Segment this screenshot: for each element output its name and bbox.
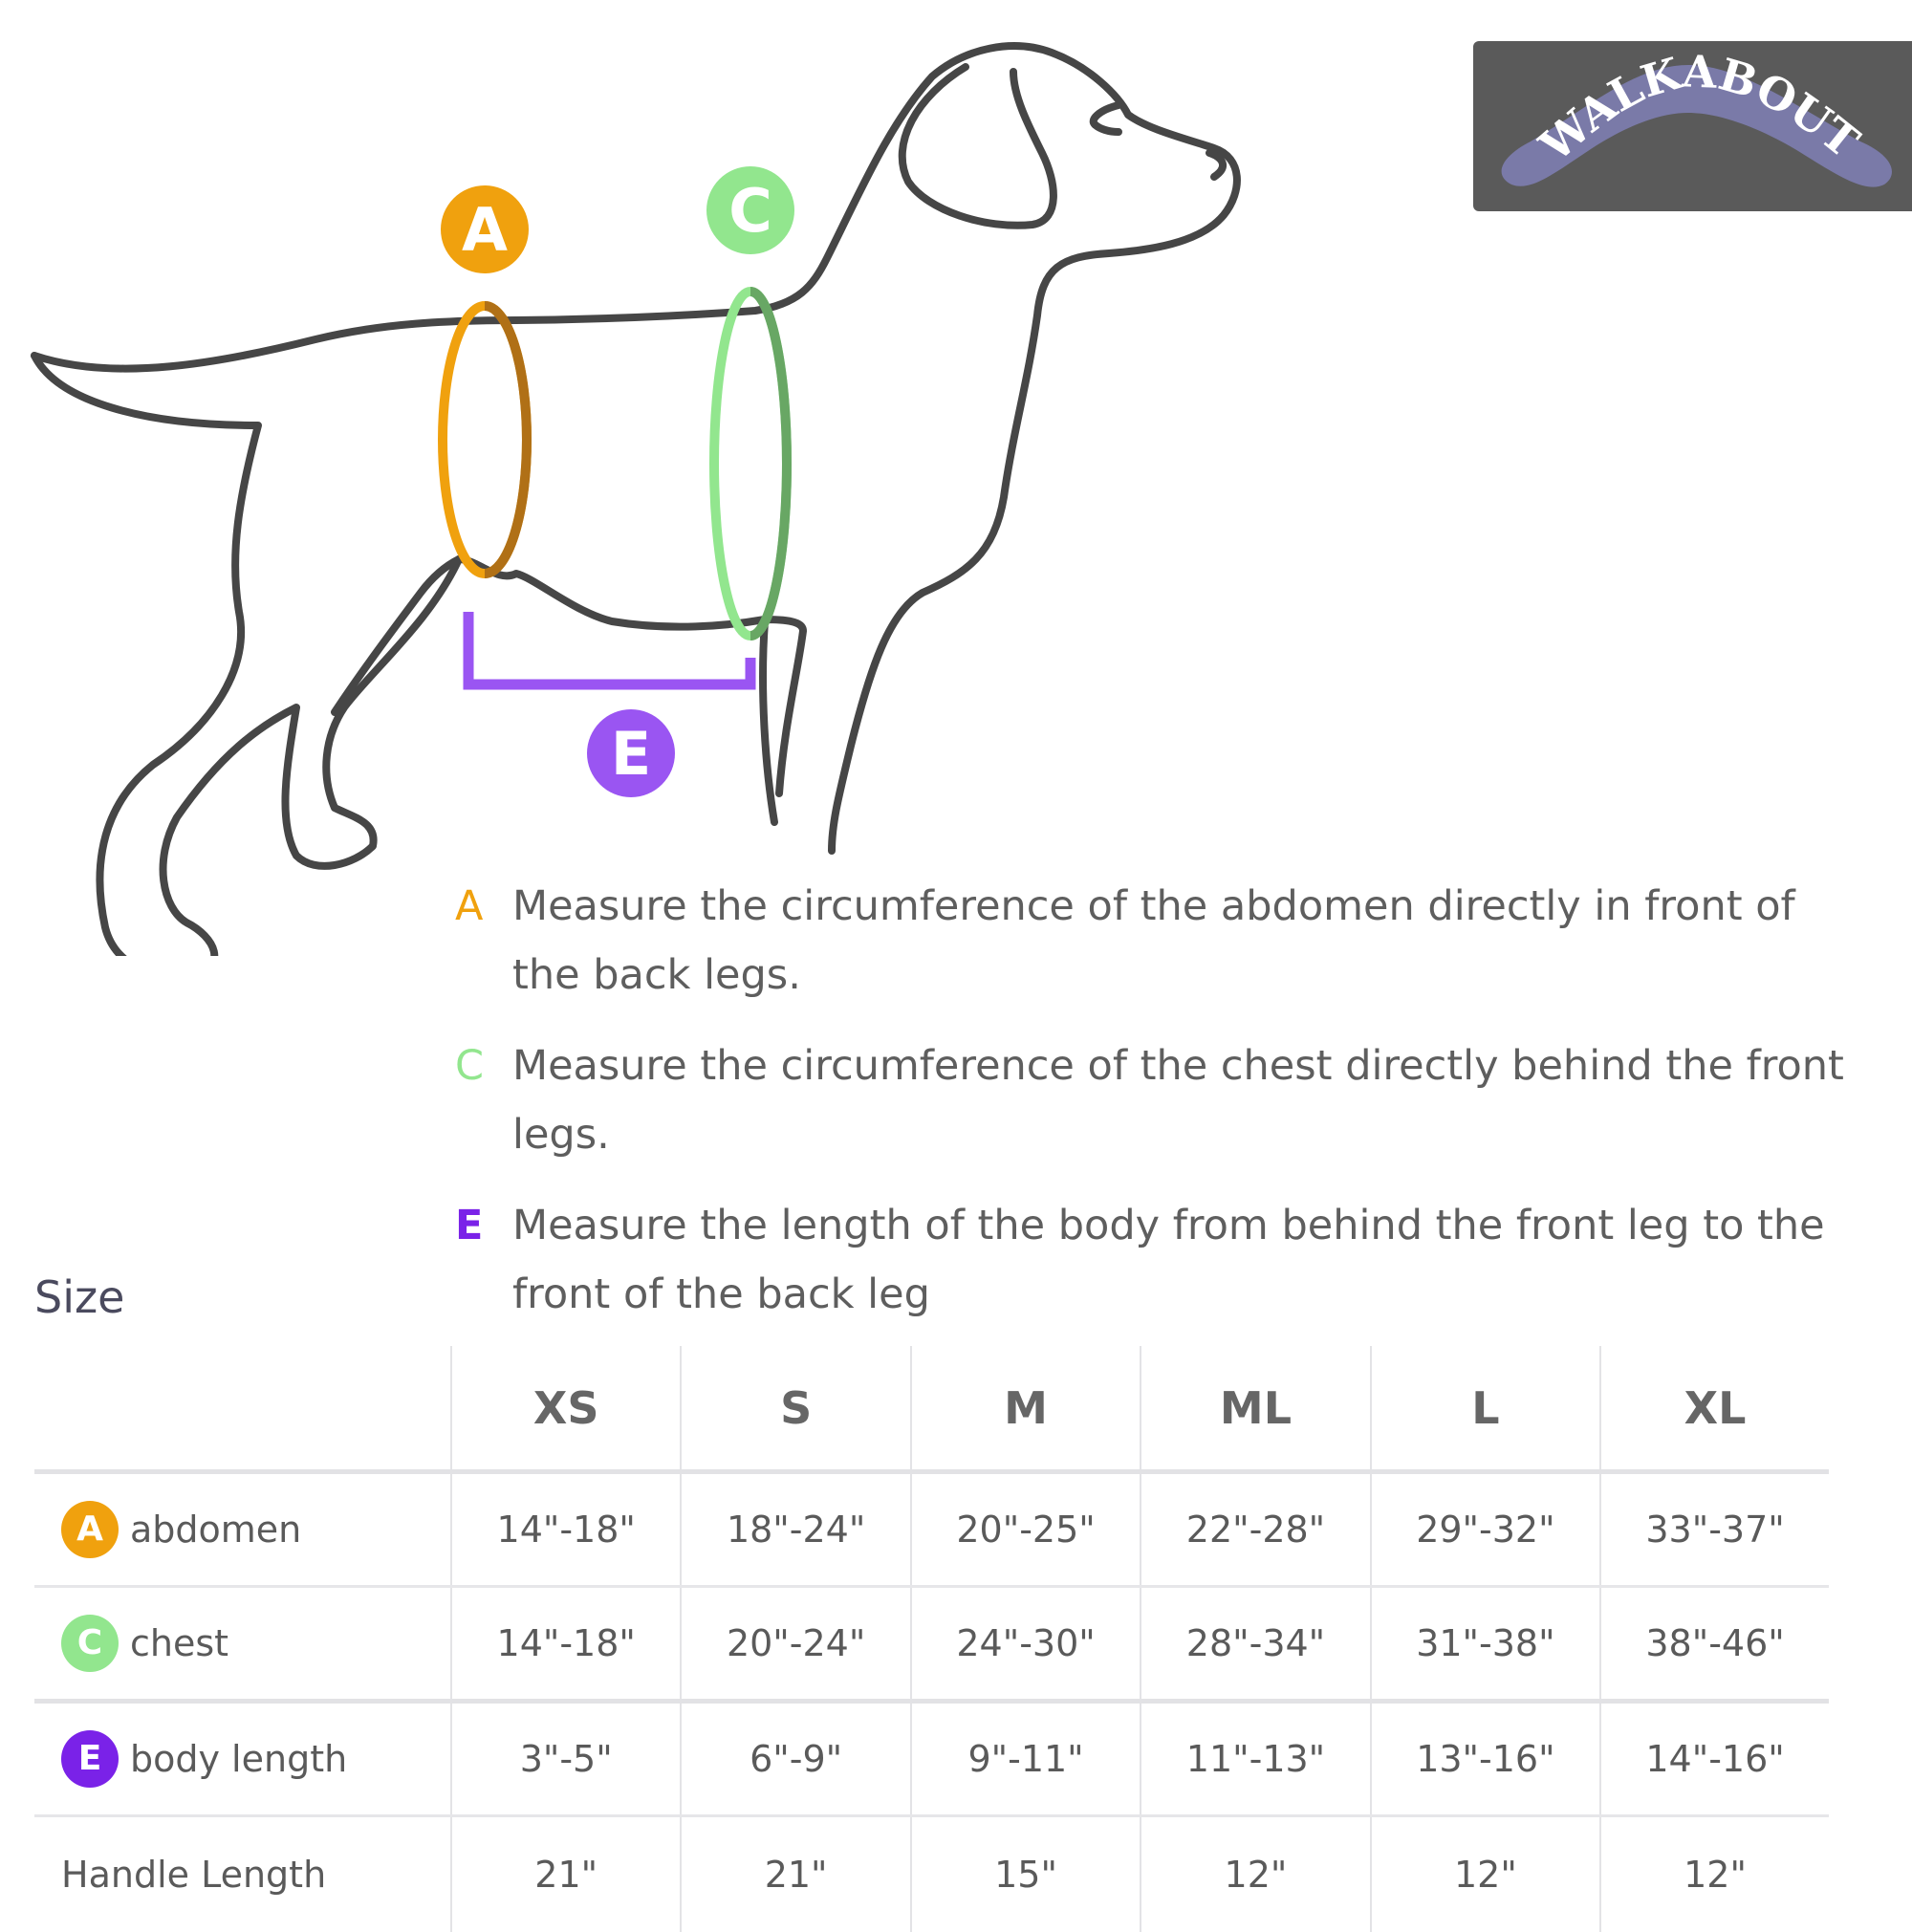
header-size-s: S	[681, 1346, 910, 1472]
table-cell: 12"	[1371, 1816, 1600, 1932]
table-row-handle-length: Handle Length 21" 21" 15" 12" 12" 12"	[34, 1816, 1829, 1932]
instruction-text: Measure the circumference of the chest d…	[512, 1031, 1851, 1169]
table-cell: 14"-18"	[451, 1472, 681, 1587]
marker-e-icon: E	[587, 709, 675, 797]
table-cell: 13"-16"	[1371, 1702, 1600, 1816]
svg-text:E: E	[611, 719, 651, 789]
instruction-abdomen: A Measure the circumference of the abdom…	[455, 872, 1851, 1009]
row-name: chest	[130, 1622, 228, 1664]
svg-text:C: C	[728, 176, 772, 246]
svg-text:A: A	[462, 195, 508, 265]
row-label: Handle Length	[34, 1816, 451, 1932]
instruction-text: Measure the length of the body from behi…	[512, 1191, 1851, 1329]
table-cell: 12"	[1141, 1816, 1370, 1932]
header-size-xl: XL	[1600, 1346, 1829, 1472]
table-cell: 15"	[911, 1816, 1141, 1932]
header-size-m: M	[911, 1346, 1141, 1472]
row-name: body length	[130, 1738, 347, 1780]
table-cell: 6"-9"	[681, 1702, 910, 1816]
table-cell: 9"-11"	[911, 1702, 1141, 1816]
table-cell: 28"-34"	[1141, 1587, 1370, 1702]
size-title: Size	[34, 1271, 124, 1323]
table-cell: 18"-24"	[681, 1472, 910, 1587]
instruction-chest: C Measure the circumference of the chest…	[455, 1031, 1851, 1169]
header-size-xs: XS	[451, 1346, 681, 1472]
table-header-row: XS S M ML L XL	[34, 1346, 1829, 1472]
boomerang-icon: WALKABOUT	[1473, 41, 1912, 211]
header-size-ml: ML	[1141, 1346, 1370, 1472]
instruction-text: Measure the circumference of the abdomen…	[512, 872, 1851, 1009]
row-name: abdomen	[130, 1509, 301, 1551]
table-cell: 11"-13"	[1141, 1702, 1370, 1816]
table-cell: 29"-32"	[1371, 1472, 1600, 1587]
table-cell: 21"	[681, 1816, 910, 1932]
table-cell: 22"-28"	[1141, 1472, 1370, 1587]
table-cell: 20"-24"	[681, 1587, 910, 1702]
table-cell: 14"-16"	[1600, 1702, 1829, 1816]
table-cell: 33"-37"	[1600, 1472, 1829, 1587]
marker-c-icon: C	[706, 166, 794, 254]
table-cell: 31"-38"	[1371, 1587, 1600, 1702]
dog-outline	[34, 46, 1237, 956]
table-cell: 12"	[1600, 1816, 1829, 1932]
instruction-body-length: E Measure the length of the body from be…	[455, 1191, 1851, 1329]
header-blank	[34, 1346, 451, 1472]
table-cell: 38"-46"	[1600, 1587, 1829, 1702]
table-cell: 14"-18"	[451, 1587, 681, 1702]
table-cell: 24"-30"	[911, 1587, 1141, 1702]
chest-badge-icon: C	[61, 1615, 119, 1672]
header-size-l: L	[1371, 1346, 1600, 1472]
body-length-badge-icon: E	[61, 1730, 119, 1788]
walkabout-logo: WALKABOUT	[1473, 41, 1912, 211]
instruction-letter: E	[455, 1191, 503, 1260]
marker-a-icon: A	[441, 185, 529, 273]
table-cell: 3"-5"	[451, 1702, 681, 1816]
instruction-letter: C	[455, 1031, 503, 1100]
table-cell: 21"	[451, 1816, 681, 1932]
abdomen-badge-icon: A	[61, 1501, 119, 1558]
table-cell: 20"-25"	[911, 1472, 1141, 1587]
instruction-letter: A	[455, 872, 503, 941]
